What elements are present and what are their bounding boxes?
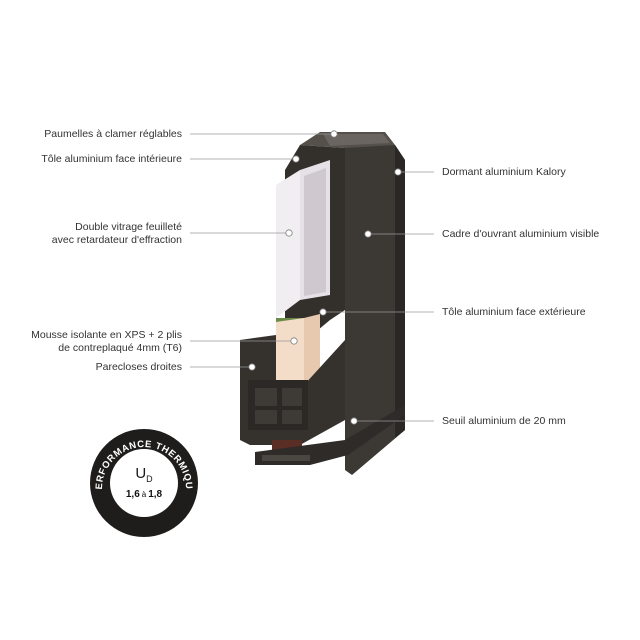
label-dormant: Dormant aluminium Kalory — [442, 166, 566, 179]
label-paumelles: Paumelles à clamer réglables — [44, 128, 182, 141]
label-vitrage: Double vitrage feuilleté avec retardateu… — [52, 221, 182, 247]
ud-sub: D — [146, 474, 153, 484]
thermal-performance-badge: PERFORMANCE THERMIQUE UD 1,6à1,8 — [85, 419, 200, 539]
dot-vitrage — [285, 229, 293, 237]
dot-parecloses — [248, 363, 256, 371]
label-cadre: Cadre d'ouvrant aluminium visible — [442, 228, 599, 241]
label-tole-interieure: Tôle aluminium face intérieure — [41, 153, 182, 166]
range-min: 1,6 — [125, 489, 140, 500]
label-paumelles-line: Paumelles à clamer réglables — [44, 128, 182, 140]
label-vitrage-line-2: avec retardateur d'effraction — [51, 234, 182, 246]
dot-seuil — [350, 417, 358, 425]
dot-tole-ext — [319, 308, 327, 316]
dot-mousse — [290, 337, 298, 345]
dot-dormant — [394, 168, 402, 176]
label-tole-exterieure: Tôle aluminium face extérieure — [442, 306, 586, 319]
label-seuil-line: Seuil aluminium de 20 mm — [442, 415, 566, 427]
leader-lines — [190, 133, 434, 422]
label-parecloses: Parecloses droites — [96, 361, 182, 374]
badge-ring: PERFORMANCE THERMIQUE — [85, 419, 198, 537]
label-mousse: Mousse isolante en XPS + 2 plis de contr… — [31, 329, 182, 355]
label-cadre-line: Cadre d'ouvrant aluminium visible — [442, 228, 600, 240]
door-profile — [240, 132, 405, 475]
label-dormant-line: Dormant aluminium Kalory — [442, 166, 566, 178]
dot-tole-int — [292, 155, 300, 163]
range-max: 1,8 — [148, 489, 163, 500]
label-vitrage-line-1: Double vitrage feuilleté — [75, 221, 182, 233]
dot-paumelles — [330, 130, 338, 138]
label-tole-exterieure-line: Tôle aluminium face extérieure — [442, 306, 586, 318]
range-sep: à — [141, 490, 147, 499]
label-mousse-line-2: de contreplaqué 4mm (T6) — [58, 342, 182, 354]
leader-dots — [248, 130, 402, 425]
dot-cadre — [364, 230, 372, 238]
ud-main: U — [135, 465, 147, 482]
label-tole-interieure-line: Tôle aluminium face intérieure — [41, 153, 182, 165]
label-seuil: Seuil aluminium de 20 mm — [442, 415, 566, 428]
label-parecloses-line: Parecloses droites — [95, 361, 182, 373]
ud-value: UD — [135, 466, 152, 487]
label-mousse-line-1: Mousse isolante en XPS + 2 plis — [31, 329, 182, 341]
